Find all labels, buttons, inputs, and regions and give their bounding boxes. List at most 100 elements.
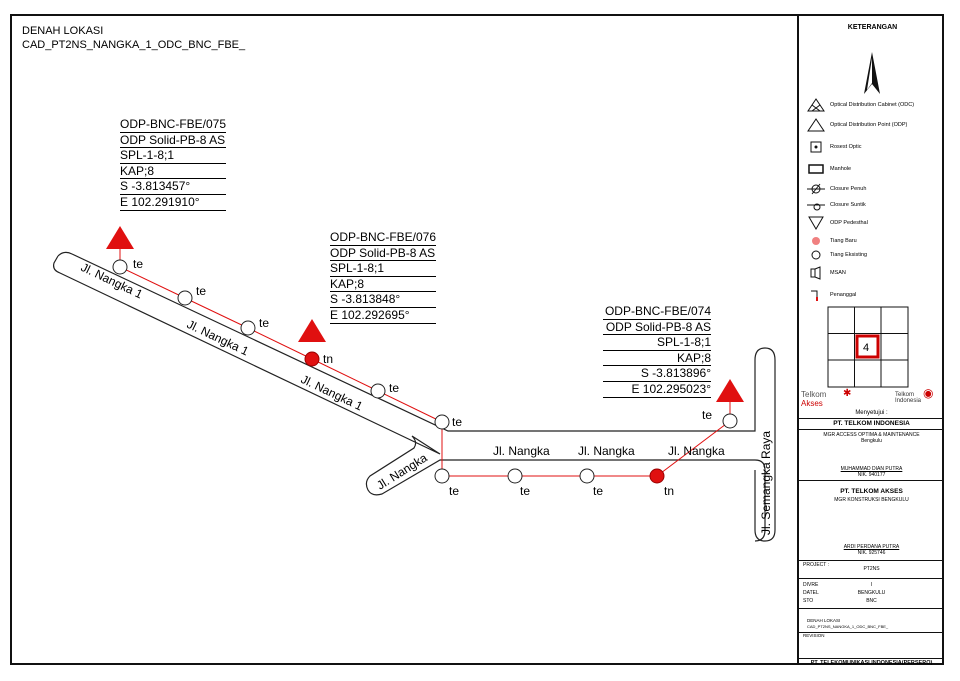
telkom-akses-icon: ✱ — [843, 388, 852, 399]
drawing-frame — [10, 14, 944, 665]
tiang-baru-icon — [807, 234, 825, 248]
legend-label: Rosest Optic — [830, 144, 862, 150]
road-label: Jl. Nangka — [374, 450, 430, 492]
legend-item-tiang-baru: Tiang Baru — [807, 234, 857, 248]
legend-item-roset: Rosest Optic — [807, 140, 861, 154]
location-grid: 4 — [827, 306, 909, 388]
road-label: Jl. Nangka — [578, 444, 635, 458]
person1: MUHAMMAD DIAN PUTRA — [840, 466, 903, 472]
odp-triangle-icon — [716, 379, 744, 402]
pole-label: tn — [323, 352, 333, 366]
odp-pedestal-icon — [807, 216, 825, 230]
pole-existing — [579, 468, 595, 484]
legend-label: Tiang Baru — [830, 238, 857, 244]
project-value: PT2NS — [863, 566, 880, 572]
odp-line: E 102.291910° — [120, 195, 227, 211]
drawing-file: CAD_PT2NS_NANGKA_1_ODC_BNC_FBE_ — [807, 624, 889, 629]
pole-label: te — [452, 415, 462, 429]
pole-existing — [722, 413, 738, 429]
legend-label: Manhole — [830, 166, 852, 172]
msan-icon — [807, 266, 825, 280]
legend-label: Closure Suntik — [830, 202, 866, 208]
odp-line: S -3.813896° — [603, 366, 711, 382]
pole-existing — [507, 468, 523, 484]
company1-sub: MGR ACCESS OPTIMA & MAINTENANCE — [823, 432, 920, 438]
pole-existing — [177, 290, 193, 306]
odp-info-074: ODP-BNC-FBE/074 ODP Solid-PB-8 AS SPL-1-… — [603, 304, 711, 398]
sto-value: BNC — [866, 598, 877, 604]
legend-label: Closure Penuh — [830, 186, 867, 192]
pole-new — [649, 468, 665, 484]
legend-item-msan: MSAN — [807, 266, 846, 280]
odp-line: ODP Solid-PB-8 AS — [120, 132, 227, 149]
road-label: Jl. Nangka — [493, 444, 550, 458]
odp-line: E 102.292695° — [330, 308, 437, 324]
road-nangka-1-top — [57, 251, 776, 542]
company2-sub: MGR KONSTRUKSI BENGKULU — [834, 497, 909, 503]
title-line-2: CAD_PT2NS_NANGKA_1_ODC_BNC_FBE_ — [22, 39, 246, 51]
person2: ARDI PERDANA PUTRA — [843, 544, 900, 550]
odp-info-076: ODP-BNC-FBE/076 ODP Solid-PB-8 AS SPL-1-… — [330, 230, 437, 324]
odp-line: KAP;8 — [120, 164, 227, 180]
odp-info-075: ODP-BNC-FBE/075 ODP Solid-PB-8 AS SPL-1-… — [120, 117, 227, 211]
legend-item-odp: Optical Distribution Point (ODP) — [807, 118, 907, 132]
odp-line: KAP;8 — [603, 351, 711, 367]
road-outlines — [53, 251, 776, 542]
odp-line: SPL-1-8;1 — [120, 148, 227, 164]
grid-number: 4 — [863, 342, 869, 354]
closure-suntik-icon — [807, 198, 825, 212]
legend-item-manhole: Manhole — [807, 162, 851, 176]
road-label: Jl. Semangka Raya — [759, 431, 773, 535]
odp-line: ODP Solid-PB-8 AS — [330, 245, 437, 262]
road-label: Jl. Nangka 1 — [299, 372, 366, 413]
odp-line: KAP;8 — [330, 277, 437, 293]
pole-label: te — [449, 484, 459, 498]
closure-penuh-icon — [807, 182, 825, 196]
odp-line: SPL-1-8;1 — [603, 335, 711, 351]
divre-value: I — [870, 582, 873, 588]
odp-line: ODP-BNC-FBE/074 — [603, 304, 711, 320]
penanggal-icon — [807, 288, 825, 302]
telkom-indonesia-icon: ◉ — [923, 386, 934, 400]
revision-label: REVISION — [803, 633, 825, 638]
pole-label: te — [196, 284, 206, 298]
drawing-title-small: DENAH LOKASI — [807, 618, 841, 623]
tiang-eksisting-icon — [807, 248, 825, 262]
road-label: Jl. Nangka — [668, 444, 725, 458]
location-map: te te te tn te te te te te tn te Jl. Nan… — [53, 226, 776, 542]
sto-label: STO — [803, 598, 814, 604]
odp-line: ODP-BNC-FBE/076 — [330, 230, 437, 246]
pole-label: te — [389, 381, 399, 395]
legend-label: Optical Distribution Point (ODP) — [830, 122, 908, 128]
person2-nik: NIK. 925746 — [857, 550, 886, 556]
north-arrow-icon — [864, 52, 880, 94]
pole-label: tn — [664, 484, 674, 498]
footer: PT. TELEKOMUNIKASI INDONESIA(PERSERO) — [810, 660, 933, 666]
pole-label: te — [520, 484, 530, 498]
pole-existing — [112, 259, 128, 275]
legend-item-tiang-eksisting: Tiang Eksisting — [807, 248, 867, 262]
legend-title: KETERANGAN — [847, 24, 898, 31]
legend-item-closure-penuh: Closure Penuh — [807, 182, 866, 196]
datel-label: DATEL — [803, 590, 819, 596]
pole-new — [304, 351, 320, 367]
odp-line: S -3.813457° — [120, 179, 227, 195]
legend-item-odc: Optical Distribution Cabinet (ODC) — [807, 98, 914, 112]
pole-label: te — [593, 484, 603, 498]
pole-label: te — [259, 316, 269, 330]
odp-line: E 102.295023° — [603, 382, 711, 398]
odp-line: S -3.813848° — [330, 292, 437, 308]
odp-line: ODP Solid-PB-8 AS — [603, 320, 711, 336]
approved-label: Menyetujui : — [855, 410, 888, 416]
odp-line: SPL-1-8;1 — [330, 261, 437, 277]
odp-line: ODP-BNC-FBE/075 — [120, 117, 227, 133]
company2: PT. TELKOM AKSES — [840, 488, 903, 495]
pole-existing — [434, 468, 450, 484]
pole-label: te — [133, 257, 143, 271]
drawing-title: DENAH LOKASI CAD_PT2NS_NANGKA_1_ODC_BNC_… — [22, 24, 245, 52]
datel-value: BENGKULU — [857, 590, 886, 596]
legend-label: Tiang Eksisting — [830, 252, 868, 258]
legend-label: Optical Distribution Cabinet (ODC) — [830, 102, 915, 108]
legend-item-penanggal: Penanggal — [807, 288, 856, 302]
